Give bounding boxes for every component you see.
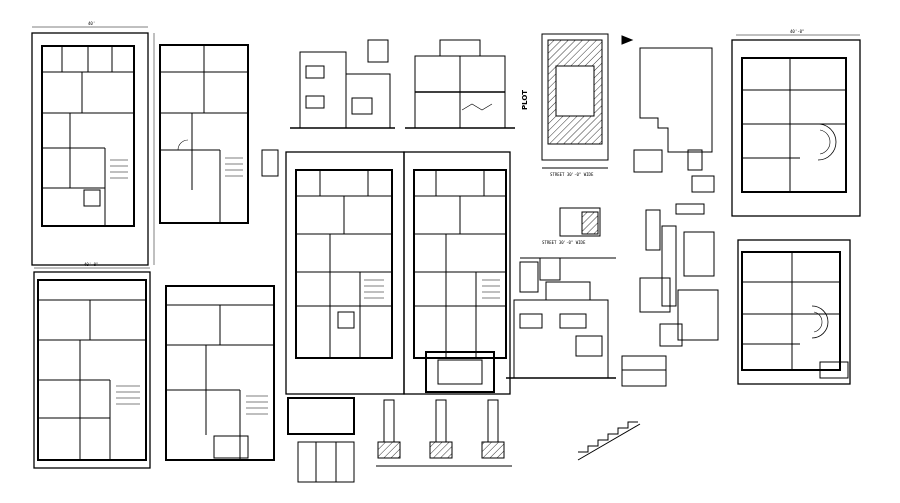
- floor-plan-e: [731, 39, 861, 217]
- stair-section: [577, 355, 667, 461]
- front-elevation-2: [506, 257, 616, 379]
- plot-outline: [621, 35, 713, 153]
- street-label-1: STREET 30'-0" WIDE: [550, 172, 594, 177]
- floor-plan-d: [165, 285, 275, 461]
- footing-details: [376, 399, 512, 467]
- plot-label: PLOT: [521, 90, 529, 110]
- floor-plan-h: [737, 239, 851, 385]
- dim-mid-left: 40'-0": [84, 262, 98, 267]
- dim-top-left: 40': [88, 21, 95, 26]
- section-1: [405, 39, 515, 129]
- floor-plan-c: [33, 271, 151, 469]
- front-elevation-1: [290, 39, 395, 129]
- structural-details: [261, 149, 719, 347]
- floor-plan-b: [159, 44, 249, 224]
- floor-plan-f: [285, 151, 405, 395]
- dimension-lines: [32, 26, 860, 269]
- dim-top-right: 40'-0": [790, 29, 804, 34]
- floor-plan-a: [31, 32, 149, 266]
- site-plan: [541, 33, 609, 169]
- floor-plan-g: [403, 151, 511, 395]
- street-label-2: STREET 30'-0" WIDE: [542, 240, 586, 245]
- water-tank-detail: [287, 351, 495, 483]
